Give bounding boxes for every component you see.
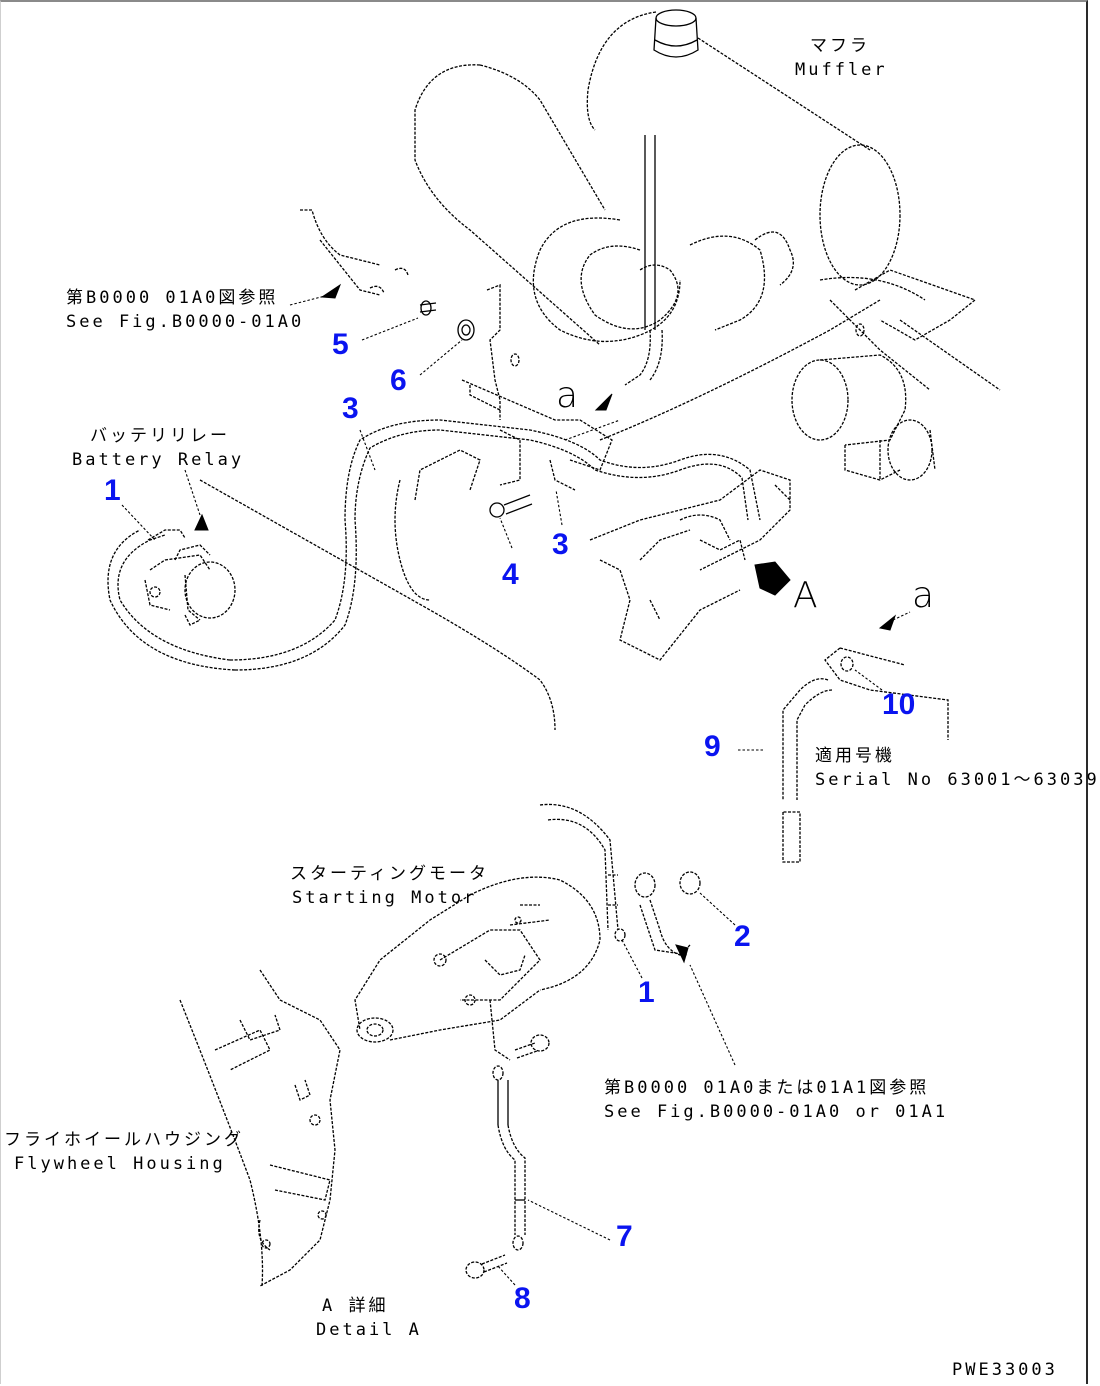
view-marker-a-top: a xyxy=(556,375,579,416)
ref-top-jp: 第B0000 01A0図参照 xyxy=(66,288,279,308)
serial-label-en: Serial No 63001～63039 xyxy=(815,770,1100,790)
starting-motor-label-en: Starting Motor xyxy=(292,888,478,908)
battery-relay-label-en: Battery Relay xyxy=(72,450,245,470)
callout-5[interactable]: 5 xyxy=(332,328,349,361)
drawing-id: PWE33003 xyxy=(952,1360,1058,1380)
ref-bottom-jp: 第B0000 01A0または01A1図参照 xyxy=(604,1078,930,1098)
muffler-drawing xyxy=(414,9,1001,481)
ref-top-en: See Fig.B0000-01A0 xyxy=(66,312,305,332)
callout-3-upper[interactable]: 3 xyxy=(342,392,359,425)
detail-a-drawing xyxy=(179,803,701,1287)
callout-2[interactable]: 2 xyxy=(734,920,751,953)
muffler-label-jp: マフラ xyxy=(810,36,870,56)
detail-a-label-en: Detail A xyxy=(316,1320,422,1340)
callout-1-battery-relay[interactable]: 1 xyxy=(104,474,121,507)
flywheel-housing-label-jp: フライホイールハウジング xyxy=(4,1130,244,1150)
view-marker-a-right: a xyxy=(912,575,935,616)
starting-motor-label-jp: スターティングモータ xyxy=(290,864,489,884)
callout-6[interactable]: 6 xyxy=(390,364,407,397)
callout-7[interactable]: 7 xyxy=(616,1220,633,1253)
callout-1-starting-motor[interactable]: 1 xyxy=(638,976,655,1009)
ref-bottom-en: See Fig.B0000-01A0 or 01A1 xyxy=(604,1102,949,1122)
callout-9[interactable]: 9 xyxy=(704,730,721,763)
serial-inset-drawing xyxy=(782,611,949,863)
engine-drawing xyxy=(107,209,791,731)
callout-8[interactable]: 8 xyxy=(514,1282,531,1315)
serial-label-jp: 適用号機 xyxy=(815,746,895,766)
detail-a-label-jp: A 詳細 xyxy=(322,1296,389,1316)
muffler-label-en: Muffler xyxy=(795,60,888,80)
battery-relay-label-jp: バッテリリレー xyxy=(90,426,230,446)
callout-4[interactable]: 4 xyxy=(502,558,519,591)
leader-lines xyxy=(121,295,883,1286)
callout-3-middle[interactable]: 3 xyxy=(552,528,569,561)
battery-relay-drawing xyxy=(144,529,236,626)
flywheel-housing-label-en: Flywheel Housing xyxy=(14,1154,226,1174)
callout-10[interactable]: 10 xyxy=(882,688,916,721)
view-marker-view-a: A xyxy=(793,575,818,616)
